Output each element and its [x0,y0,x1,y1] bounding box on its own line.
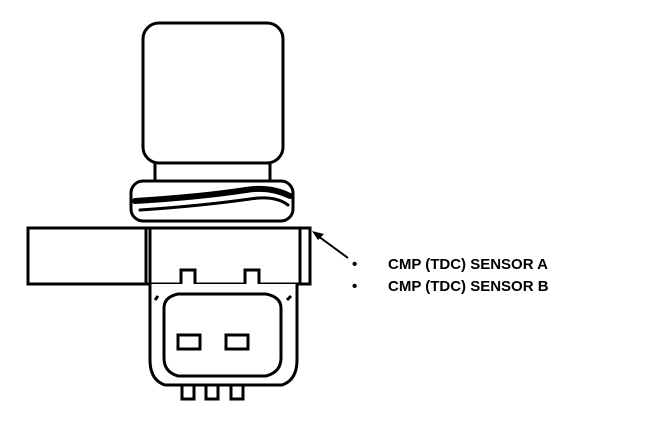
mounting-flange [26,226,312,286]
terminal-pins [176,333,250,351]
o-ring-seal [129,179,295,223]
callout-sensor-b: • CMP (TDC) SENSOR B [352,278,549,296]
connector-housing [148,268,299,387]
callout-bullet: • [352,256,358,273]
sensor-neck [153,163,272,182]
sensor-cap [141,21,285,165]
callout-sensor-a: • CMP (TDC) SENSOR A [352,256,548,274]
leader-arrow [312,231,349,259]
sensor-a-label: CMP (TDC) SENSOR A [388,256,549,273]
connector-latch-teeth [180,383,245,401]
sensor-b-label: CMP (TDC) SENSOR B [388,278,549,295]
callout-bullet: • [352,278,358,295]
